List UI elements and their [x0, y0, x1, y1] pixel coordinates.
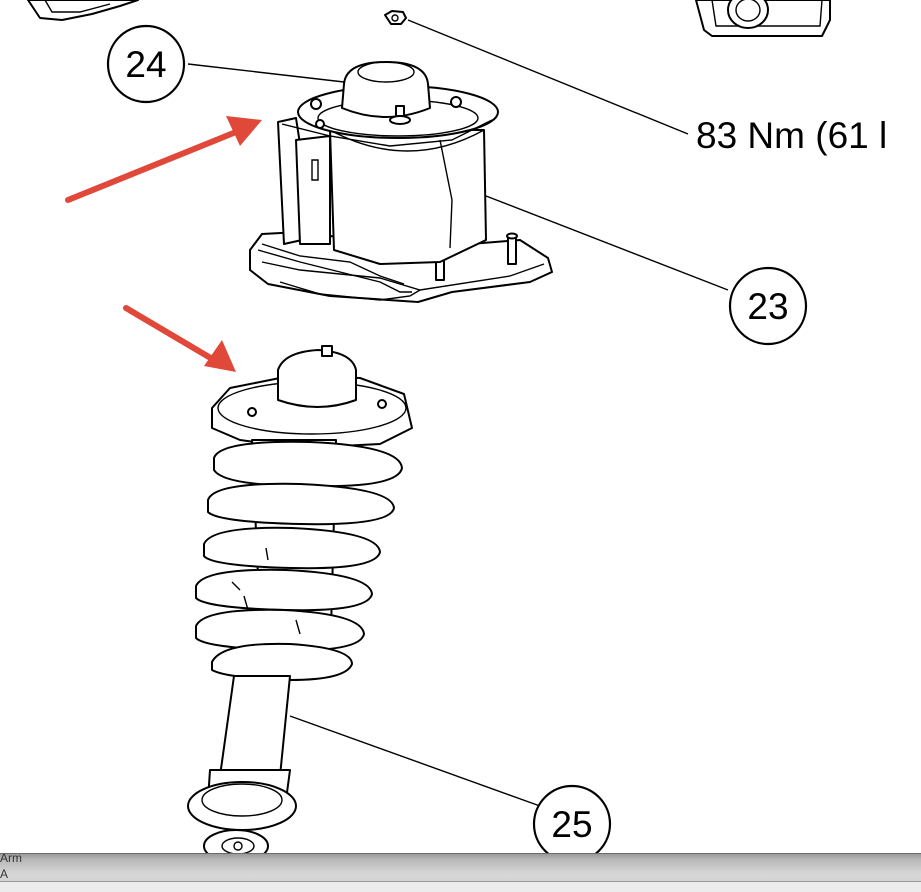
strut-spring-assembly — [187, 345, 413, 863]
bottom-bar-text-2: A — [0, 867, 9, 881]
leader-23 — [485, 195, 729, 291]
leader-25 — [289, 715, 541, 807]
insulator-cap — [341, 61, 431, 125]
torque-spec-label: 83 Nm (61 l — [696, 115, 887, 156]
nut — [384, 10, 407, 25]
bottom-status-strip — [0, 881, 921, 892]
callout-23-label: 23 — [747, 286, 788, 327]
callout-25: 25 — [532, 784, 612, 864]
upper-right-bracket-partial — [695, 0, 831, 37]
leader-24 — [187, 63, 345, 83]
bottom-toolbar: Arm A — [0, 853, 921, 892]
bottom-bar-text-1: Arm — [0, 853, 22, 865]
red-arrow-upper — [65, 116, 262, 203]
callout-23: 23 — [728, 266, 808, 346]
callout-25-label: 25 — [551, 804, 592, 845]
red-arrow-lower — [123, 305, 236, 372]
callout-24-label: 24 — [125, 44, 166, 85]
callout-24: 24 — [106, 24, 186, 104]
leader-torque — [407, 19, 689, 135]
upper-bracket-partial — [27, 0, 139, 21]
